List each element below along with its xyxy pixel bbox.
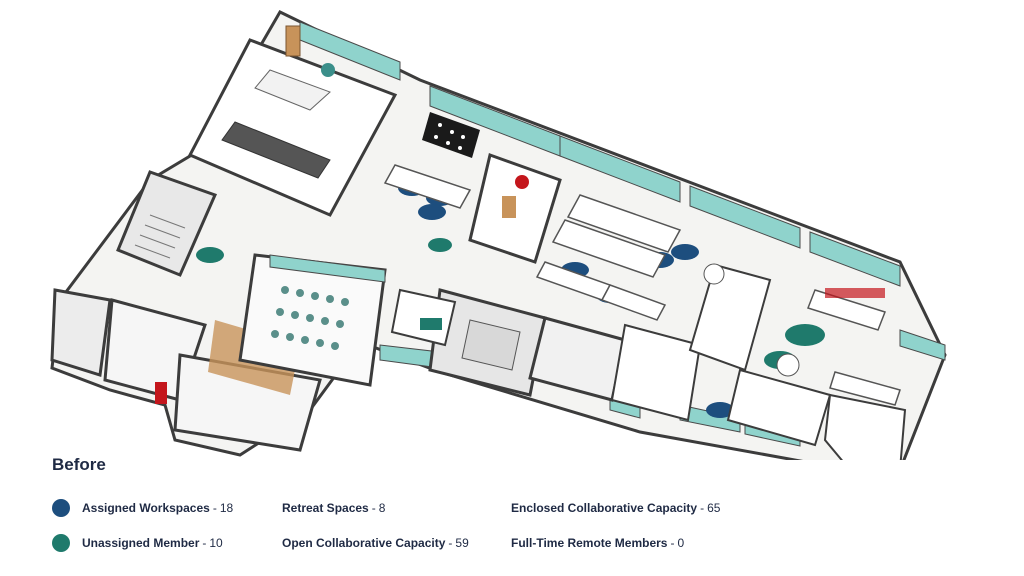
legend-label: Full-Time Remote Members (511, 536, 668, 550)
stairwell (116, 170, 218, 277)
legend-value: 8 (378, 501, 386, 515)
legend-value: 18 (219, 501, 234, 515)
legend-retreat-spaces: Retreat Spaces - 8 (282, 501, 386, 515)
legend-open-collaborative-capacity: Open Collaborative Capacity - 59 (282, 536, 469, 550)
legend-value: 59 (455, 536, 469, 550)
legend-unassigned-member: Unassigned Member - 10 (52, 534, 223, 552)
desk-clusters (383, 164, 901, 406)
legend-label: Retreat Spaces (282, 501, 369, 515)
building-core (390, 288, 627, 402)
curtain-wall (299, 21, 946, 447)
legend-label: Unassigned Member (82, 536, 200, 550)
legend-value: 10 (209, 536, 223, 550)
floor-plan-illustration (50, 10, 947, 460)
decorative-screen (422, 112, 480, 158)
training-room (238, 253, 387, 387)
right-meeting-rooms (610, 263, 907, 460)
assigned-dot-icon (52, 499, 70, 517)
conference-room-block (187, 25, 398, 217)
small-meeting-room (468, 153, 562, 264)
legend-enclosed-collaborative-capacity: Enclosed Collaborative Capacity - 65 (511, 501, 721, 515)
legend-value: 65 (707, 501, 721, 515)
legend-label: Open Collaborative Capacity (282, 536, 446, 550)
unassigned-dot-icon (52, 534, 70, 552)
lower-left-rooms (50, 288, 322, 452)
legend-label: Enclosed Collaborative Capacity (511, 501, 698, 515)
plan-title: Before (52, 455, 106, 474)
legend-label: Assigned Workspaces (82, 501, 210, 515)
legend-full-time-remote-members: Full-Time Remote Members - 0 (511, 536, 685, 550)
legend-value: 0 (677, 536, 685, 550)
legend-assigned-workspaces: Assigned Workspaces - 18 (52, 499, 233, 517)
